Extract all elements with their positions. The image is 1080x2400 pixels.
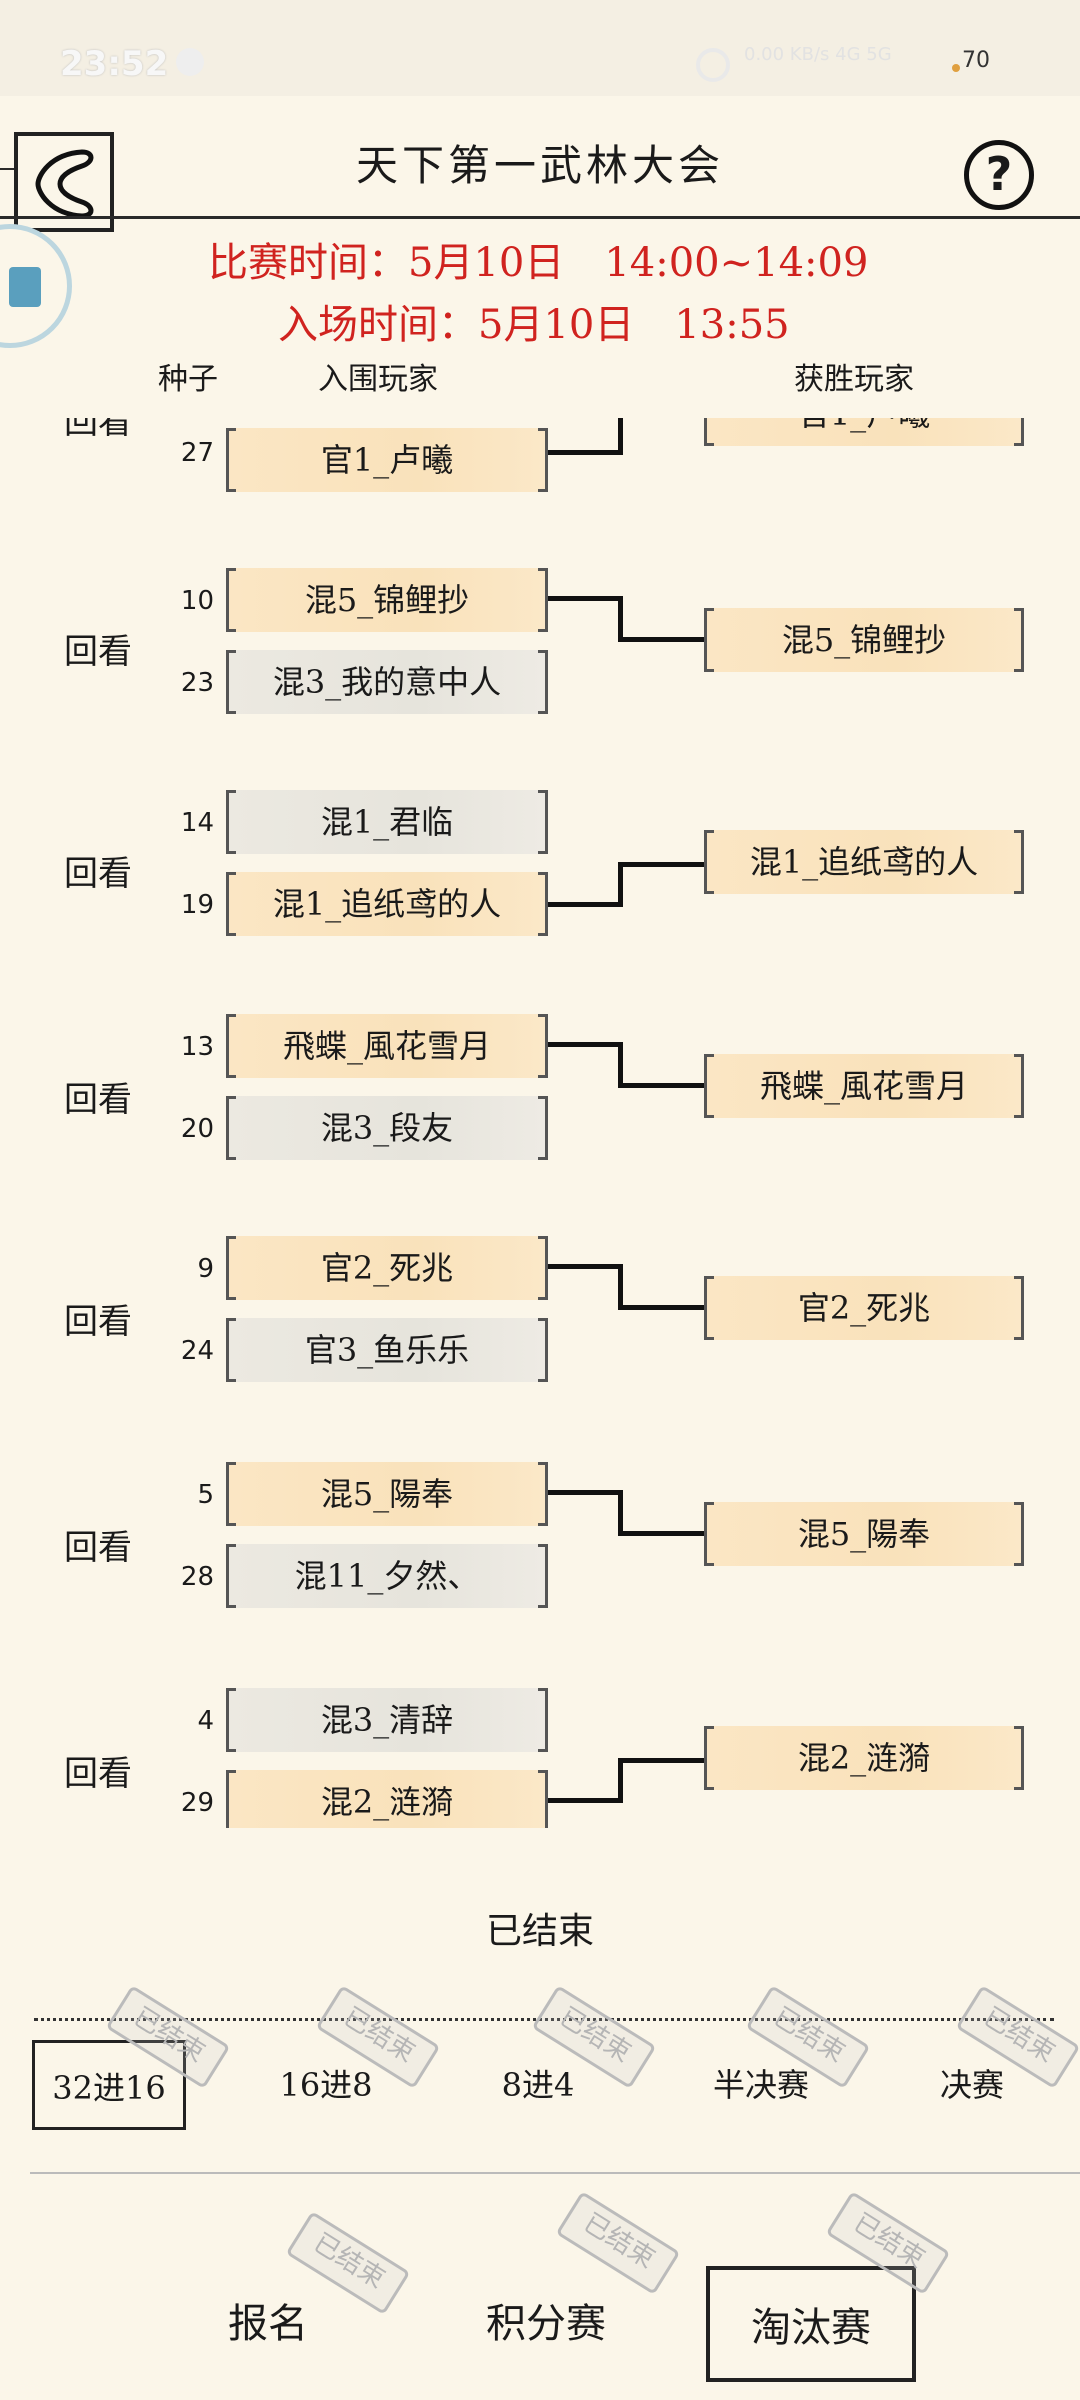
bracket-connector [618,1042,623,1088]
help-button[interactable]: ? [964,140,1034,210]
entrant-name: 混5_锦鲤抄 [226,568,548,632]
network-status: 0.00 KB/s 4G 5G [744,44,892,65]
replay-button[interactable]: 回看 [64,1080,132,1120]
bracket-connector [548,1490,622,1495]
nav-knockout[interactable]: 淘汰赛 [706,2266,916,2382]
seed-number: 20 [180,1114,214,1144]
back-arrow-icon [35,149,94,219]
seed-number: 24 [180,1336,214,1366]
replay-button[interactable]: 回看 [64,1302,132,1342]
bracket-connector [618,1531,704,1536]
status-bar: 23:52 0.00 KB/s 4G 5G 70 [0,0,1080,96]
header-divider-left [0,168,20,170]
floating-assistant-button[interactable] [0,224,72,348]
seed-number: 19 [180,890,214,920]
bracket-connector [618,862,704,867]
entrant-name: 混1_追纸鸢的人 [226,872,548,936]
bracket-connector [548,1798,622,1803]
winner-name: 混1_追纸鸢的人 [704,830,1024,894]
entrant-name: 官3_鱼乐乐 [226,1318,548,1382]
entrant-name: 官1_卢曦 [226,428,548,492]
header: 天下第一武林大会 ? [0,96,1080,232]
winner-name: 官1_卢曦 [704,418,1024,446]
winner-name: 混5_锦鲤抄 [704,608,1024,672]
bracket-connector [618,1490,623,1536]
entrant-name: 飛蝶_風花雪月 [226,1014,548,1078]
bracket-connector [618,596,623,642]
tab-round-16[interactable]: 16进8 [279,2066,373,2104]
status-time: 23:52 [60,44,169,84]
alarm-icon [696,48,730,82]
entrant-name: 混3_清辞 [226,1688,548,1752]
tab-final[interactable]: 决赛 [939,2066,1004,2104]
bracket-connector [618,862,623,907]
seed-number: 14 [180,808,214,838]
bracket-connector [548,450,622,455]
bracket-connector [618,418,623,455]
column-header-winner: 获胜玩家 [794,362,914,397]
bracket-connector [618,1758,623,1803]
seed-number: 9 [197,1254,214,1284]
seed-number: 23 [180,668,214,698]
bracket-connector [548,1264,622,1269]
replay-button[interactable]: 回看 [64,1754,132,1794]
winner-name: 混2_涟漪 [704,1726,1024,1790]
replay-button[interactable]: 回看 [64,1528,132,1568]
entrant-name: 官2_死兆 [226,1236,548,1300]
back-button[interactable] [14,132,114,232]
winner-name: 飛蝶_風花雪月 [704,1054,1024,1118]
tab-round-8[interactable]: 8进4 [501,2066,575,2104]
tab-semifinal[interactable]: 半决赛 [712,2066,809,2104]
winner-name: 官2_死兆 [704,1276,1024,1340]
entry-time: 入场时间：5月10日 13:55 [278,302,790,348]
seed-number: 29 [180,1788,214,1818]
assistant-icon [9,267,41,307]
entrant-name: 混1_君临 [226,790,548,854]
replay-button[interactable]: 回看 [64,854,132,894]
match-time: 比赛时间：5月10日 14:00~14:09 [208,240,869,286]
dotted-divider [34,2018,1054,2021]
nav-signup[interactable]: 报名 [228,2301,308,2347]
entrant-name: 混11_夕然、 [226,1544,548,1608]
entrant-name: 混3_段友 [226,1096,548,1160]
entrant-name: 混2_涟漪 [226,1770,548,1828]
replay-button[interactable]: 回看 [64,418,132,442]
seed-number: 5 [197,1480,214,1510]
bracket-connector [548,1042,622,1047]
bracket-connector [618,1264,623,1310]
decorative-divider [30,2172,1080,2174]
bracket-connector [548,902,622,907]
bracket-connector [618,1305,704,1310]
entrant-name: 混3_我的意中人 [226,650,548,714]
battery-dot-icon [952,64,960,72]
bracket-connector [618,637,704,642]
entrant-name: 混5_陽奉 [226,1462,548,1526]
seed-number: 4 [197,1706,214,1736]
tab-round-32[interactable]: 32进16 [32,2040,186,2130]
replay-button[interactable]: 回看 [64,632,132,672]
battery-level: 70 [962,48,990,73]
qq-icon [176,48,204,76]
seed-number: 10 [180,586,214,616]
bracket-connector [618,1758,704,1763]
bracket-connector [618,1083,704,1088]
seed-number: 27 [180,438,214,468]
nav-points-match[interactable]: 积分赛 [486,2301,606,2347]
seed-number: 13 [180,1032,214,1062]
bracket-list[interactable]: 回看 27 官1_卢曦 官1_卢曦 回看 10 混5_锦鲤抄 23 混3_我的意… [0,418,1080,1828]
column-header-seed: 种子 [158,362,218,397]
bracket-connector [548,596,622,601]
column-header-entrants: 入围玩家 [318,362,438,397]
winner-name: 混5_陽奉 [704,1502,1024,1566]
seed-number: 28 [180,1562,214,1592]
header-divider [0,216,1080,219]
page-title: 天下第一武林大会 [355,141,724,190]
status-text: 已结束 [485,1911,594,1952]
